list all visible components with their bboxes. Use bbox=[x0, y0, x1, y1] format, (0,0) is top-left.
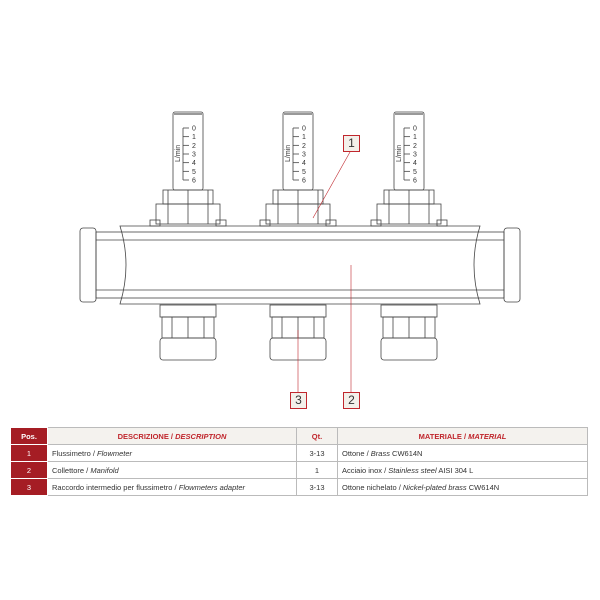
table-header: Pos. DESCRIZIONE / DESCRIPTION Qt. MATER… bbox=[10, 427, 588, 445]
flowmeter-nut bbox=[370, 189, 448, 227]
scale-label: 1 bbox=[302, 134, 306, 141]
scale-label: 0 bbox=[413, 126, 417, 133]
row-qty: 1 bbox=[296, 461, 338, 479]
flowmeter: 01 2 34 5 6 L/min bbox=[282, 111, 314, 191]
row-material: Ottone / Brass CW614N bbox=[337, 444, 588, 462]
callout-2: 2 bbox=[343, 392, 360, 409]
scale-label: 0 bbox=[302, 126, 306, 133]
unit-label: L/min bbox=[396, 145, 403, 162]
parts-table: Pos. DESCRIZIONE / DESCRIPTION Qt. MATER… bbox=[10, 427, 588, 496]
table-row: 3 Raccordo intermedio per flussimetro / … bbox=[10, 478, 588, 496]
scale-label: 5 bbox=[413, 169, 417, 176]
scale-label: 6 bbox=[413, 178, 417, 185]
flowmeter-nut bbox=[149, 189, 227, 227]
flowmeter: 01 2 34 5 6 L/min bbox=[172, 111, 204, 191]
unit-label: L/min bbox=[175, 145, 182, 162]
flowmeter-adapter bbox=[159, 304, 217, 361]
header-description: DESCRIZIONE / DESCRIPTION bbox=[47, 427, 297, 445]
table-row: 2 Collettore / Manifold 1 Acciaio inox /… bbox=[10, 461, 588, 479]
scale-label: 3 bbox=[413, 152, 417, 159]
scale-label: 3 bbox=[192, 152, 196, 159]
flowmeter-nut bbox=[259, 189, 337, 227]
row-pos: 3 bbox=[10, 478, 48, 496]
callout-1: 1 bbox=[343, 135, 360, 152]
unit-label: L/min bbox=[285, 145, 292, 162]
row-pos: 2 bbox=[10, 461, 48, 479]
row-description: Collettore / Manifold bbox=[47, 461, 297, 479]
header-qty: Qt. bbox=[296, 427, 338, 445]
callout-3: 3 bbox=[290, 392, 307, 409]
scale-label: 4 bbox=[192, 160, 196, 167]
scale-label: 2 bbox=[302, 143, 306, 150]
scale-label: 5 bbox=[302, 169, 306, 176]
scale-label: 2 bbox=[413, 143, 417, 150]
leader-lines bbox=[297, 151, 352, 392]
scale-label: 2 bbox=[192, 143, 196, 150]
scale-label: 3 bbox=[302, 152, 306, 159]
row-material: Acciaio inox / Stainless steel AISI 304 … bbox=[337, 461, 588, 479]
header-pos: Pos. bbox=[10, 427, 48, 445]
scale-label: 5 bbox=[192, 169, 196, 176]
flowmeter-adapter bbox=[380, 304, 438, 361]
row-description: Flussimetro / Flowmeter bbox=[47, 444, 297, 462]
scale-label: 4 bbox=[413, 160, 417, 167]
row-description: Raccordo intermedio per flussimetro / Fl… bbox=[47, 478, 297, 496]
manifold-body bbox=[79, 225, 521, 305]
scale-label: 1 bbox=[192, 134, 196, 141]
scale-label: 6 bbox=[302, 178, 306, 185]
header-material: MATERIALE / MATERIAL bbox=[337, 427, 588, 445]
table-row: 1 Flussimetro / Flowmeter 3-13 Ottone / … bbox=[10, 444, 588, 462]
scale-label: 0 bbox=[192, 126, 196, 133]
row-material: Ottone nichelato / Nickel-plated brass C… bbox=[337, 478, 588, 496]
scale-label: 1 bbox=[413, 134, 417, 141]
row-pos: 1 bbox=[10, 444, 48, 462]
row-qty: 3-13 bbox=[296, 444, 338, 462]
row-qty: 3-13 bbox=[296, 478, 338, 496]
scale-label: 4 bbox=[302, 160, 306, 167]
flowmeter: 01 2 34 5 6 L/min bbox=[393, 111, 425, 191]
scale-label: 6 bbox=[192, 178, 196, 185]
